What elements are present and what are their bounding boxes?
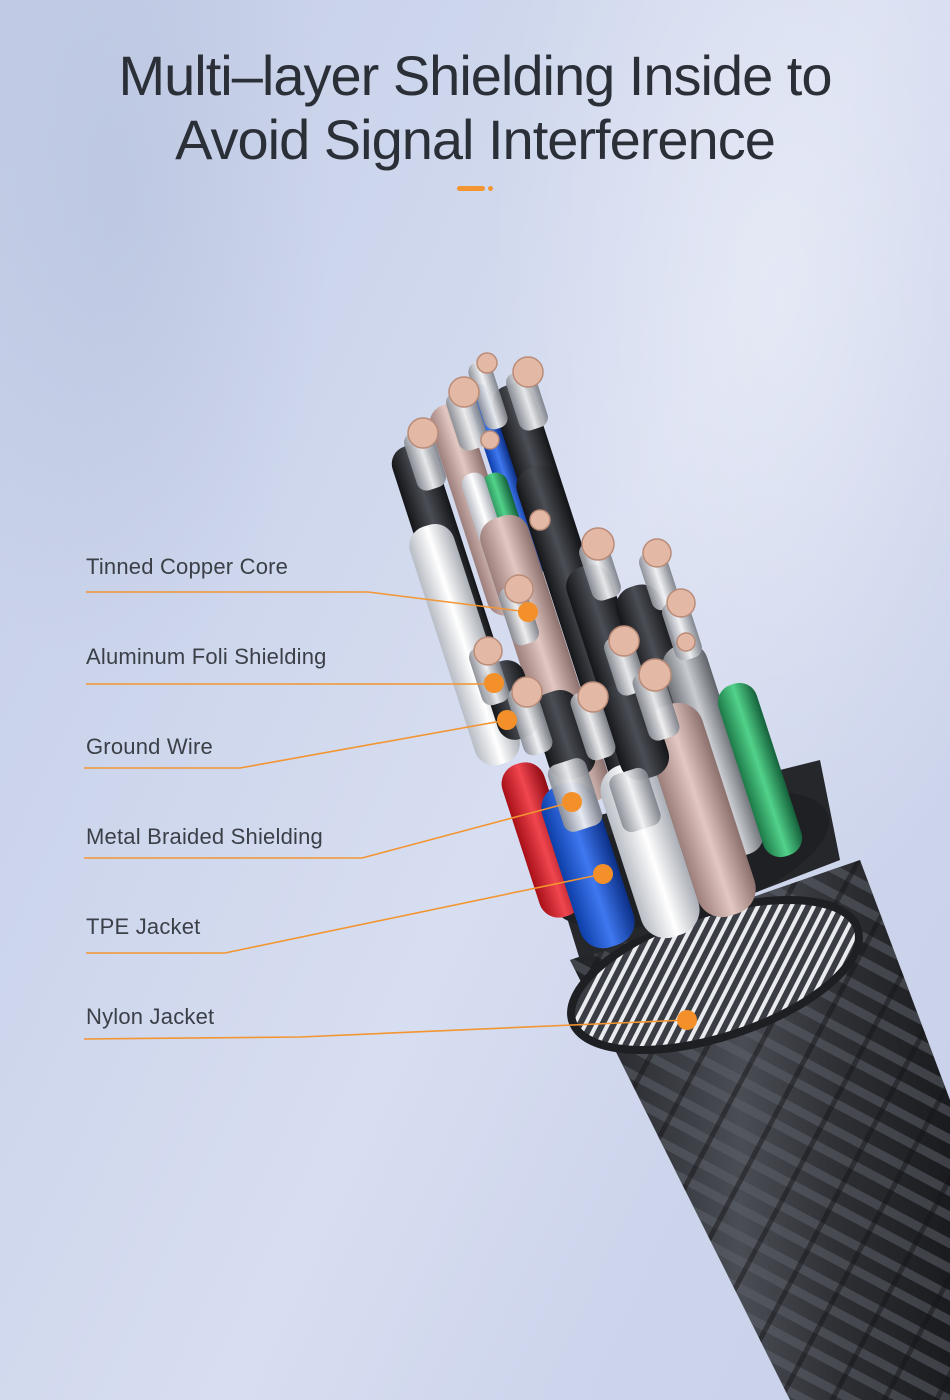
page-title: Multi–layer Shielding Inside to Avoid Si… (0, 44, 950, 172)
accent-dot (488, 186, 493, 191)
callout-dots (484, 602, 697, 1030)
callout-label-tpe-jacket: TPE Jacket (86, 914, 201, 939)
callout-line-nylon-jacket (83, 1019, 688, 1040)
callout-line-ground-wire (84, 719, 508, 769)
callout-dot-ground-wire (497, 710, 517, 730)
callout-line-metal-braided (84, 801, 573, 859)
callout-label-ground-wire: Ground Wire (86, 734, 213, 759)
callout-label-tinned-copper-core: Tinned Copper Core (86, 554, 289, 579)
callout-line-tpe-jacket (86, 873, 604, 954)
title-line-2: Avoid Signal Interference (175, 108, 776, 171)
copper-cores (404, 352, 702, 833)
callout-label-metal-braided-shielding: Metal Braided Shielding (86, 824, 323, 849)
title-line-1: Multi–layer Shielding Inside to (118, 44, 833, 107)
callout-dot-aluminum-foil (484, 673, 504, 693)
callout-dot-nylon-jacket (677, 1010, 697, 1030)
callout-dot-tpe-jacket (593, 864, 613, 884)
accent-bar (457, 186, 485, 191)
callout-dot-tinned-copper-core (518, 602, 538, 622)
callout-dot-metal-braided (562, 792, 582, 812)
callout-lines (83, 591, 688, 1040)
callout-label-aluminum-foil-shielding: Aluminum Foli Shielding (86, 644, 327, 669)
callout-line-tinned-copper-core (86, 591, 529, 613)
callout-label-nylon-jacket: Nylon Jacket (86, 1004, 215, 1029)
